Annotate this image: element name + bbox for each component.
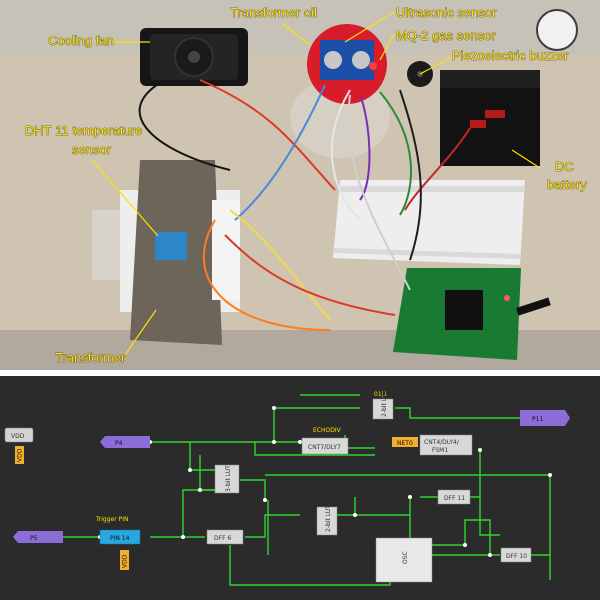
wall xyxy=(0,0,600,60)
label-dc: DC xyxy=(555,159,574,174)
cooling-fan xyxy=(140,28,248,86)
dff6-text: DFF 6 xyxy=(214,535,231,542)
label-piezo-buzzer: Piezoelectric buzzer xyxy=(452,48,569,63)
oil-container xyxy=(290,24,390,158)
label-mq2-gas-sensor: MQ-2 gas sensor xyxy=(396,28,496,43)
dht11-sensor xyxy=(155,232,187,260)
label-dht11-line2: sensor xyxy=(72,142,112,157)
lut3-text: 3-bit LUT9 xyxy=(225,461,232,492)
wires xyxy=(138,79,471,331)
vdd-tag-pin14: VDD xyxy=(120,550,129,570)
lut-top-text: 2-bit LUT5 xyxy=(381,386,388,417)
lut2b-block[interactable]: 2-bit LUT4 xyxy=(316,501,338,536)
ultrasonic-eye-right xyxy=(352,51,370,69)
echodiv-label: ECHODIV xyxy=(313,427,342,434)
logo-sticker xyxy=(536,9,578,51)
mq2-led xyxy=(369,62,377,70)
lut2b-text: 2-bit LUT4 xyxy=(325,501,332,532)
annotation-pointers xyxy=(91,11,541,356)
label-dht11-line1: DHT 11 temperature xyxy=(25,123,142,138)
ultrasonic-eye-left xyxy=(324,51,342,69)
pin14-block[interactable]: PIN 14 xyxy=(99,529,141,545)
label-ultrasonic-sensor: Ultrasonic sensor xyxy=(396,5,497,20)
net0-text: NET0 xyxy=(397,440,413,447)
dc-battery xyxy=(440,70,540,166)
lut3-block[interactable]: 3-bit LUT9 xyxy=(214,461,240,494)
cnt4-text-line1: CNT4/DLY4/ xyxy=(424,439,460,446)
vdd-tag-pin14-text: VDD xyxy=(122,554,129,568)
controller-board xyxy=(393,268,551,360)
pin-p4[interactable]: P4 xyxy=(100,436,150,448)
net0-tag[interactable]: NET0 xyxy=(392,437,418,447)
lut-top-small-label: 01|1 xyxy=(374,391,388,398)
dff11-block[interactable]: DFF 11 xyxy=(437,489,471,505)
label-transformer-oil: Transformer oil xyxy=(230,5,317,20)
logic-schematic: VDD VDD P4 P5 P11 Trigger PIN PIN 14 xyxy=(0,376,600,600)
vdd-text: VDD xyxy=(11,433,25,440)
trigger-pin-label: Trigger PIN xyxy=(95,516,128,523)
hardware-photo: Cooling fan Transformer oil Ultrasonic s… xyxy=(0,0,600,370)
dff6-block[interactable]: DFF 6 xyxy=(206,529,244,545)
osc-text: OSC xyxy=(402,551,409,564)
cnt4-block[interactable]: CNT4/DLY4/ FSM1 xyxy=(419,434,473,456)
vdd-tag-left-text: VDD xyxy=(17,448,24,462)
pin14-text: PIN 14 xyxy=(110,535,130,542)
breadboard xyxy=(333,180,525,265)
pin-p4-label: P4 xyxy=(115,440,123,447)
vdd-block-left[interactable]: VDD xyxy=(4,427,34,443)
label-cooling-fan: Cooling fan xyxy=(48,33,114,48)
schematic-background xyxy=(0,376,600,600)
osc-block[interactable]: OSC xyxy=(375,537,433,583)
cnt7-text: CNT7/DLY7 xyxy=(308,444,341,451)
vdd-tag-left: VDD xyxy=(15,446,24,464)
pin-p11-label: P11 xyxy=(532,416,543,423)
dff10-text: DFF 10 xyxy=(506,553,527,560)
cnt4-text-line2: FSM1 xyxy=(432,447,448,454)
cnt7-block[interactable]: CNT7/DLY7 xyxy=(301,437,349,455)
pin-p11[interactable]: P11 xyxy=(520,410,570,426)
pin-p5[interactable]: P5 xyxy=(13,531,63,543)
dff11-text: DFF 11 xyxy=(444,495,465,502)
lut-top-block[interactable]: 2-bit LUT5 xyxy=(372,386,394,420)
dff10-block[interactable]: DFF 10 xyxy=(500,547,532,563)
pin-p5-label: P5 xyxy=(30,535,38,542)
label-battery: battery xyxy=(547,177,587,192)
label-transformer: Transformer xyxy=(55,350,126,365)
